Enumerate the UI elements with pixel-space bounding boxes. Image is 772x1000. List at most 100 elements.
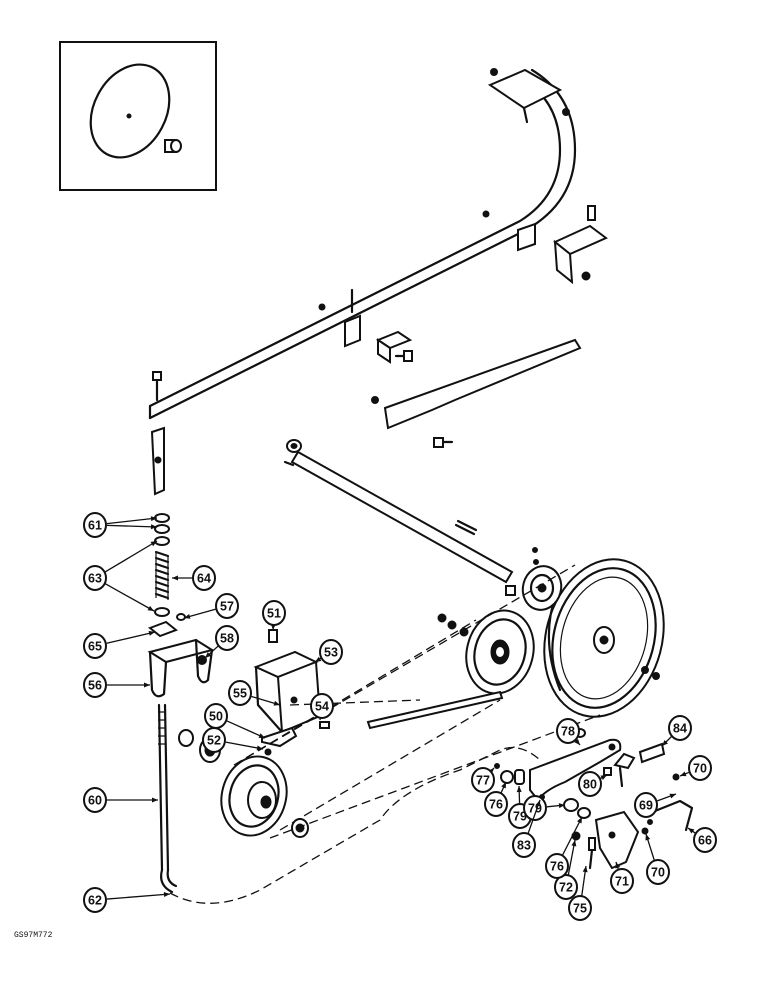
callout-c54: 54 — [310, 693, 334, 721]
callout-arrowhead — [662, 739, 669, 746]
callout-number: 58 — [220, 632, 234, 646]
callout-bubble — [83, 512, 107, 538]
callout-number: 57 — [220, 600, 234, 614]
callout-c70a: 70 — [679, 755, 712, 781]
callout-arrowhead — [144, 682, 150, 688]
idler-shaft — [366, 690, 504, 730]
callout-c53: 53 — [314, 639, 343, 665]
callout-bubble — [556, 718, 580, 744]
callout-c52: 52 — [202, 727, 264, 753]
callout-arrowhead — [150, 516, 157, 522]
callout-number: 69 — [639, 799, 653, 813]
callout-leader — [105, 583, 155, 612]
frame-rail — [148, 68, 577, 420]
callout-bubble — [484, 791, 508, 817]
callout-leader — [104, 540, 158, 573]
callout-c57: 57 — [183, 593, 239, 619]
callout-leader — [226, 720, 266, 739]
brace-bar — [371, 338, 582, 448]
callout-arrowhead — [688, 828, 695, 834]
callout-c79b: 79 — [523, 795, 566, 821]
callout-arrowhead — [577, 817, 582, 824]
large-pulley — [543, 558, 665, 718]
callout-arrowhead — [535, 800, 541, 807]
callout-bubble — [512, 832, 536, 858]
callout-arrowhead — [147, 605, 154, 611]
callout-leader — [106, 893, 171, 900]
callout-number: 62 — [88, 894, 102, 908]
callout-arrowhead — [600, 775, 607, 781]
callout-c69: 69 — [634, 792, 677, 818]
callout-bubble — [83, 887, 107, 913]
callout-arrowhead — [152, 797, 158, 803]
drawing-code: GS97M772 — [14, 931, 53, 940]
callout-c63: 63 — [83, 540, 158, 612]
callout-number: 65 — [88, 640, 102, 654]
inset-bushing — [164, 139, 182, 153]
callout-bubble — [523, 795, 547, 821]
callout-c70b: 70 — [645, 833, 670, 885]
callout-number: 66 — [698, 834, 712, 848]
callout-bubble — [688, 755, 712, 781]
callout-leader — [106, 631, 156, 644]
callout-number: 80 — [583, 778, 597, 792]
spring-assembly — [148, 513, 207, 665]
callout-arrowhead — [558, 803, 565, 809]
bent-rod — [641, 799, 694, 835]
callout-number: 52 — [207, 734, 221, 748]
callout-leader — [106, 517, 158, 525]
callout-arrowhead — [571, 840, 577, 847]
callout-leader — [106, 524, 158, 528]
callout-number: 63 — [88, 572, 102, 586]
callout-arrowhead — [184, 613, 191, 619]
lever-bracket — [588, 810, 640, 870]
inset-disc — [89, 63, 171, 159]
callout-bubble — [83, 787, 107, 813]
callout-leader — [225, 741, 264, 750]
callout-bubble — [202, 727, 226, 753]
callout-arrowhead — [582, 866, 588, 873]
callout-bubble — [83, 565, 107, 591]
hanger-bracket — [150, 371, 165, 496]
callout-c71: 71 — [610, 861, 634, 894]
callout-number: 64 — [197, 572, 211, 586]
callout-c58: 58 — [204, 625, 239, 659]
callout-arrowhead — [163, 891, 170, 897]
callout-bubble — [668, 715, 692, 741]
callout-arrowhead — [172, 575, 178, 581]
callout-c72: 72 — [554, 839, 578, 900]
callout-number: 83 — [517, 839, 531, 853]
angle-bracket-right — [553, 205, 608, 285]
callout-number: 60 — [88, 794, 102, 808]
callout-number: 51 — [267, 607, 281, 621]
callout-c66: 66 — [687, 827, 717, 853]
callout-arrowhead — [669, 793, 676, 799]
callout-bubble — [310, 693, 334, 719]
callout-arrowhead — [501, 782, 506, 789]
callout-c61: 61 — [83, 512, 158, 538]
callout-bubble — [554, 874, 578, 900]
callout-bubble — [215, 625, 239, 651]
callout-bubble — [471, 767, 495, 793]
callout-number: 56 — [88, 679, 102, 693]
callout-number: 75 — [573, 902, 587, 916]
callout-bubble — [215, 593, 239, 619]
callout-arrowhead — [256, 745, 263, 751]
callout-c51: 51 — [262, 600, 286, 631]
callout-bubble — [693, 827, 717, 853]
callout-c83: 83 — [512, 799, 541, 858]
callout-c64: 64 — [172, 565, 216, 591]
callout-number: 71 — [615, 875, 629, 889]
callout-number: 77 — [476, 774, 490, 788]
callout-bubble — [192, 565, 216, 591]
callout-c56: 56 — [83, 672, 150, 698]
callout-bubble — [83, 672, 107, 698]
callout-number: 54 — [315, 700, 329, 714]
callout-arrowhead — [615, 862, 621, 869]
callout-c65: 65 — [83, 630, 156, 659]
callout-c76b: 76 — [545, 816, 583, 879]
callout-number: 55 — [233, 687, 247, 701]
callout-bubble — [646, 859, 670, 885]
